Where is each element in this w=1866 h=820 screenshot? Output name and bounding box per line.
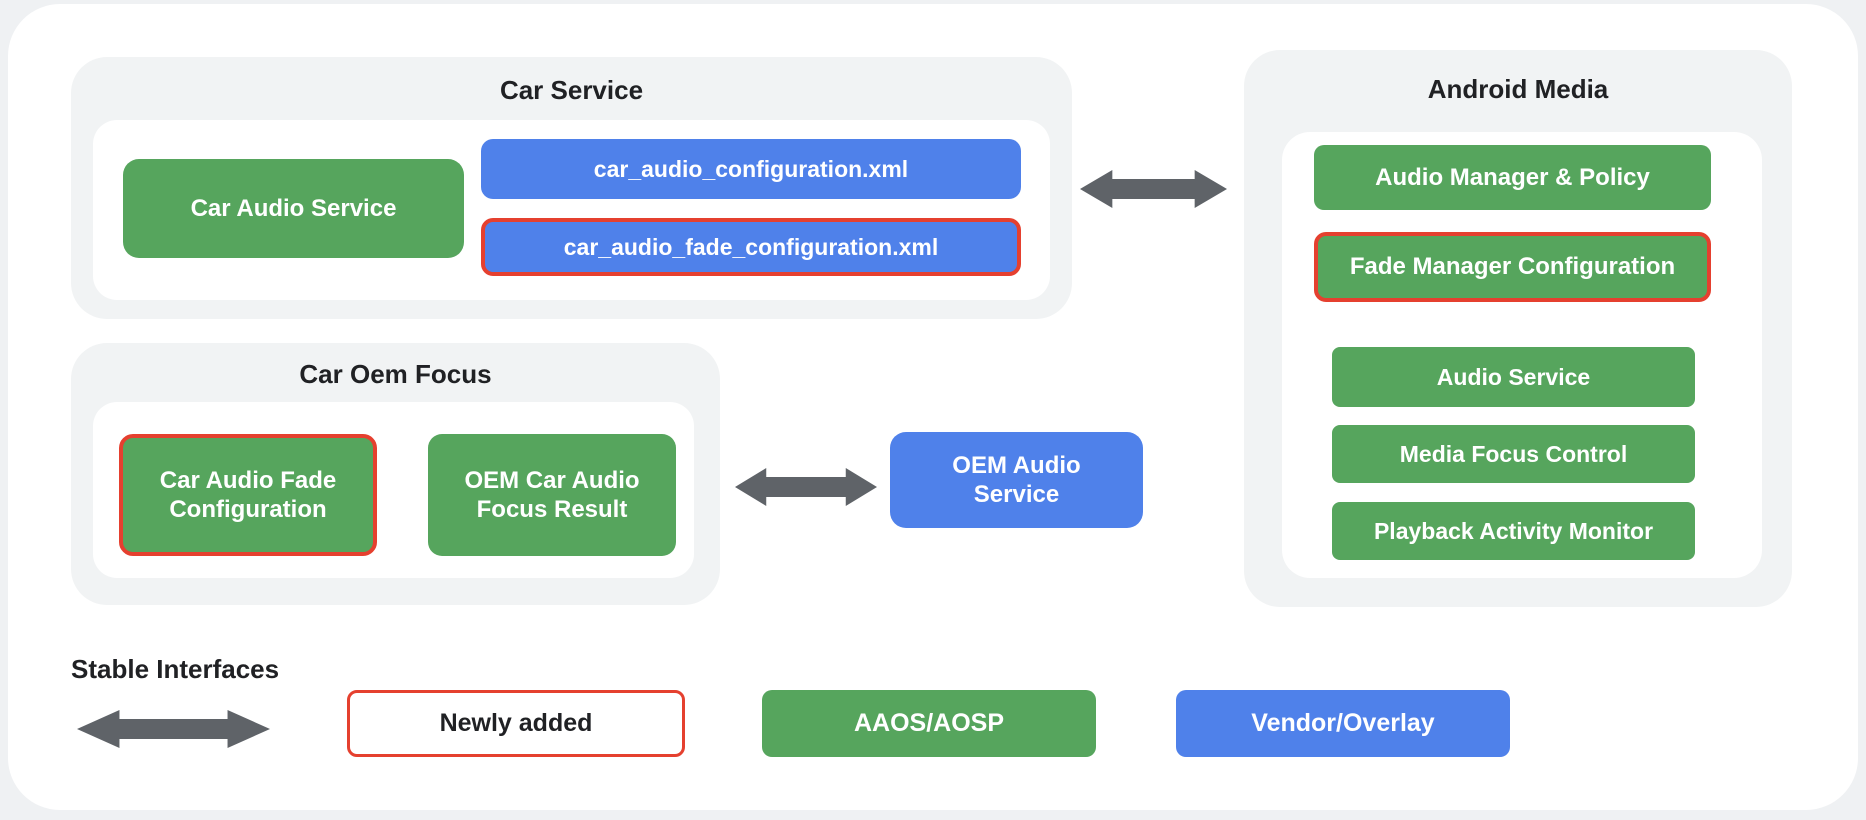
- car-audio-configuration-xml-box: car_audio_configuration.xml: [481, 139, 1021, 199]
- group-car-oem-focus: Car Oem Focus Car Audio Fade Configurati…: [71, 343, 720, 605]
- oem-audio-service-box: OEM Audio Service: [890, 432, 1143, 528]
- legend-aaos-aosp-box: AAOS/AOSP: [762, 690, 1096, 757]
- stable-interface-arrow-icon: [77, 708, 270, 750]
- car-service-title: Car Service: [499, 75, 644, 105]
- car-audio-fade-configuration-xml-box: car_audio_fade_configuration.xml: [481, 218, 1021, 276]
- audio-service-box: Audio Service: [1332, 347, 1695, 407]
- car-audio-fade-configuration-box: Car Audio Fade Configuration: [119, 434, 377, 556]
- playback-activity-monitor-box: Playback Activity Monitor: [1332, 502, 1695, 560]
- oem-car-audio-focus-result-box: OEM Car Audio Focus Result: [428, 434, 676, 556]
- double-arrow-icon: [735, 466, 877, 508]
- group-car-service: Car Service Car Audio Service car_audio_…: [71, 57, 1072, 319]
- legend-newly-added-box: Newly added: [347, 690, 685, 757]
- car-oem-focus-title: Car Oem Focus: [299, 359, 492, 389]
- legend-vendor-overlay-box: Vendor/Overlay: [1176, 690, 1510, 757]
- media-focus-control-box: Media Focus Control: [1332, 425, 1695, 483]
- double-arrow-icon: [1080, 168, 1227, 210]
- legend-stable-interfaces-label: Stable Interfaces: [71, 654, 280, 684]
- group-android-media: Android Media Audio Manager & Policy Fad…: [1244, 50, 1792, 607]
- car-oem-focus-inner-panel: Car Audio Fade Configuration OEM Car Aud…: [93, 402, 694, 578]
- audio-manager-policy-box: Audio Manager & Policy: [1314, 145, 1711, 210]
- car-audio-service-box: Car Audio Service: [123, 159, 464, 258]
- fade-manager-configuration-box: Fade Manager Configuration: [1314, 232, 1711, 302]
- android-media-inner-panel: Audio Manager & Policy Fade Manager Conf…: [1282, 132, 1762, 578]
- android-media-title: Android Media: [1427, 74, 1609, 104]
- car-service-inner-panel: Car Audio Service car_audio_configuratio…: [93, 120, 1050, 300]
